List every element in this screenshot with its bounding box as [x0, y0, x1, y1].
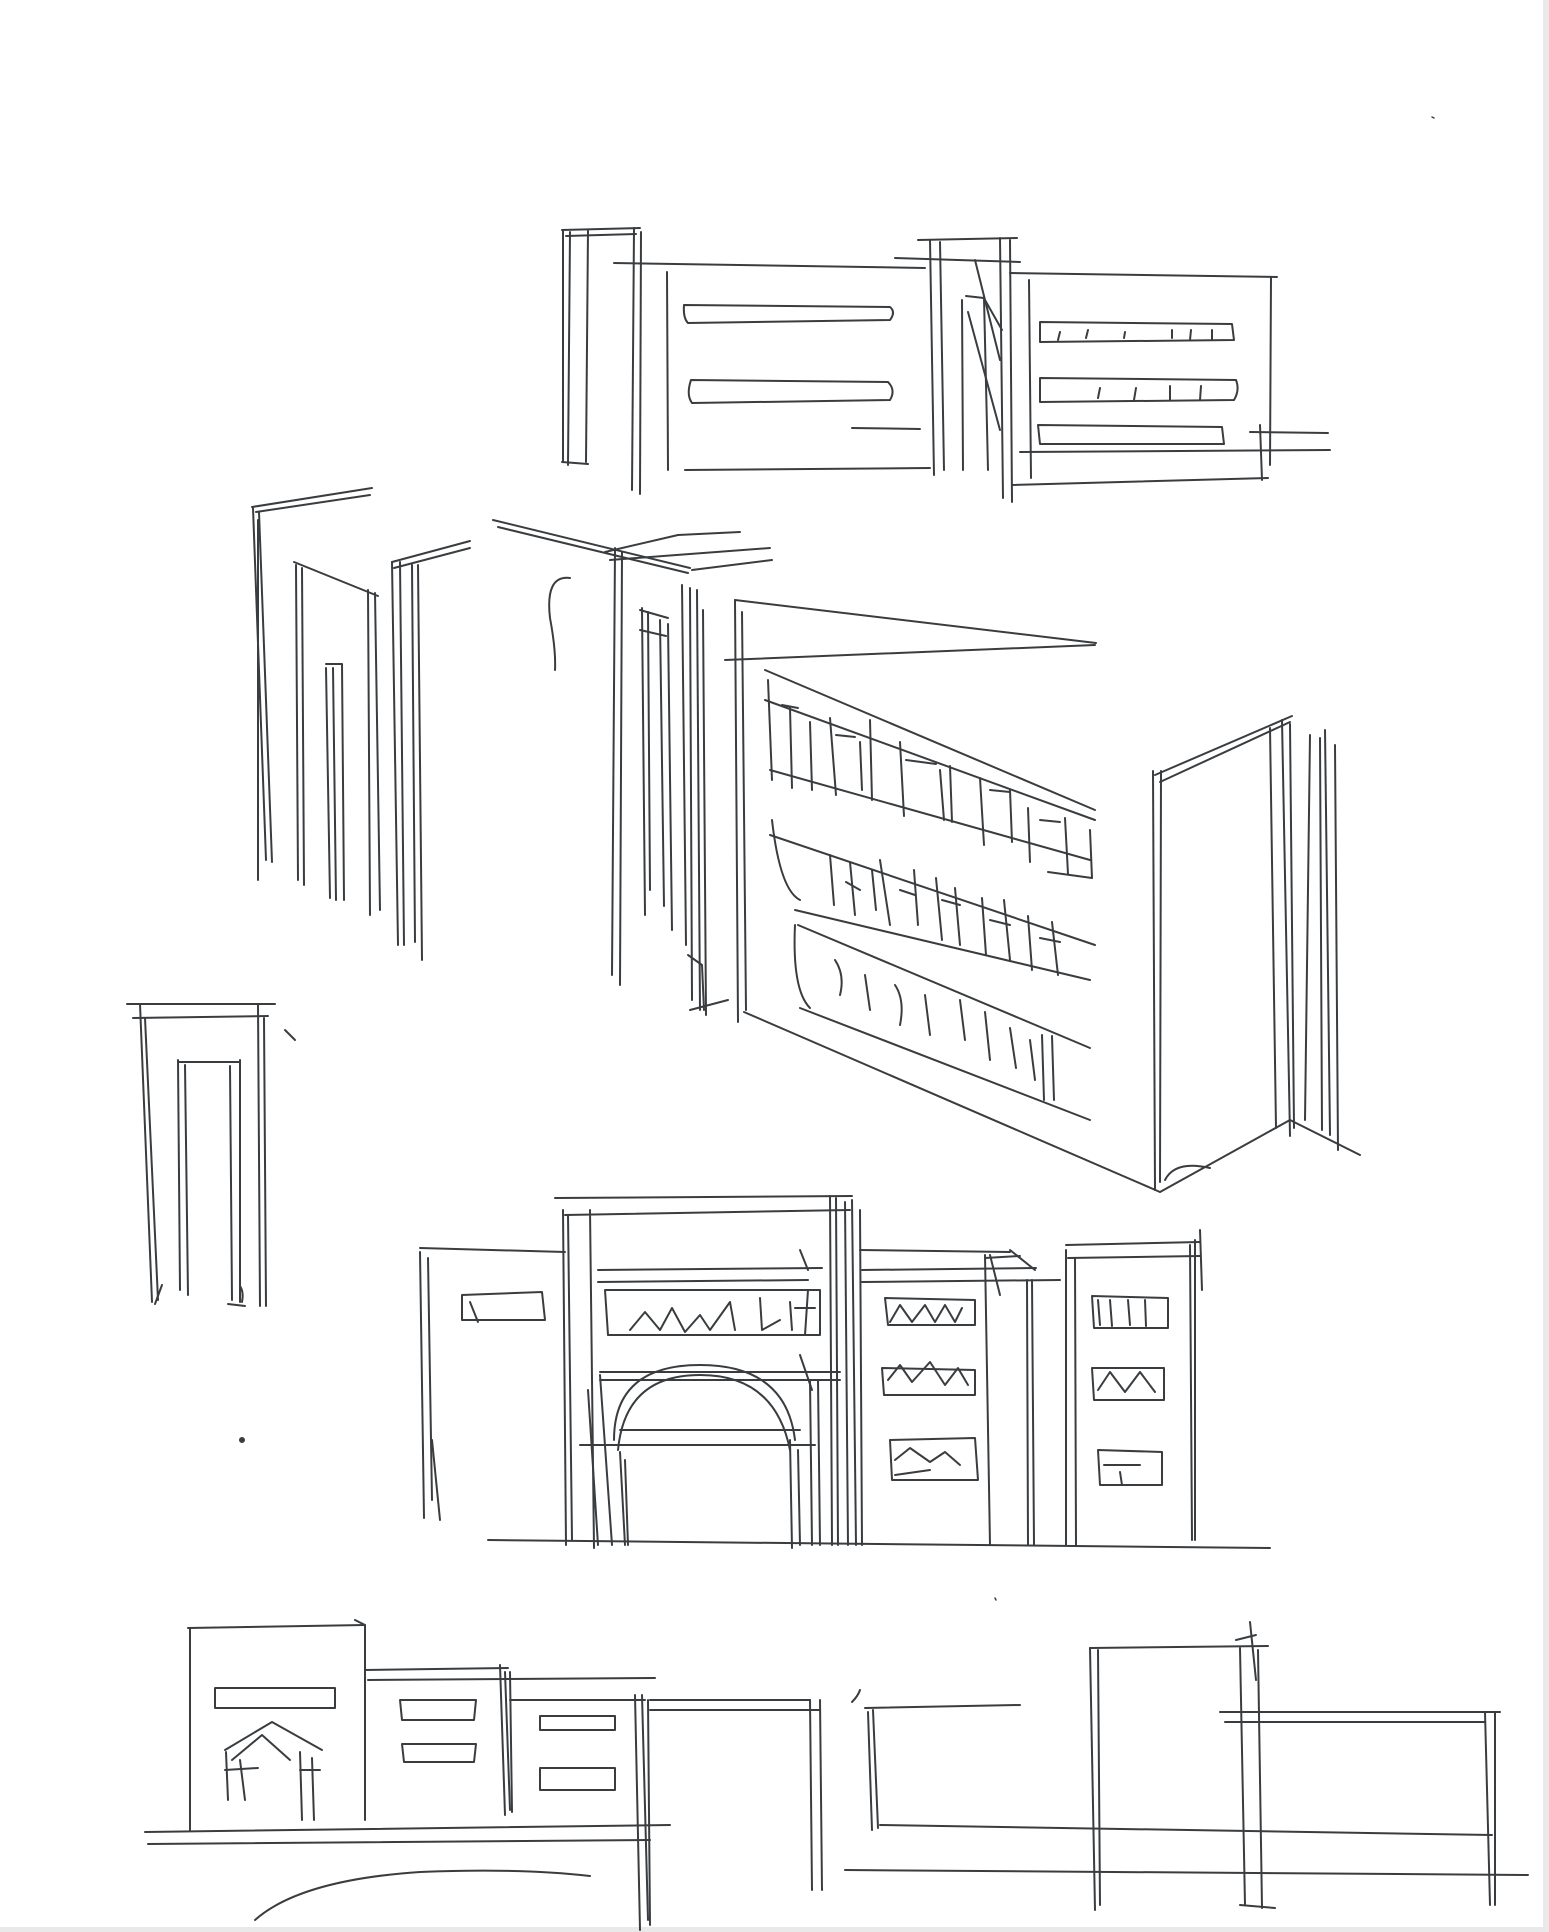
- bottom-left-elevation: [144, 1619, 823, 1931]
- angled-block-perspective: [492, 519, 1361, 1193]
- paper-edge-bottom: [0, 1927, 1549, 1932]
- single-tower-elevation: [126, 1003, 296, 1443]
- arched-entrance-elevation: [419, 1195, 1271, 1549]
- top-elevation: [561, 227, 1331, 503]
- paper-edge-right: [1543, 0, 1549, 1932]
- stray-marks: [994, 116, 1435, 1601]
- bottom-right-massing: [844, 1621, 1529, 1911]
- twin-towers-perspective: [251, 487, 471, 961]
